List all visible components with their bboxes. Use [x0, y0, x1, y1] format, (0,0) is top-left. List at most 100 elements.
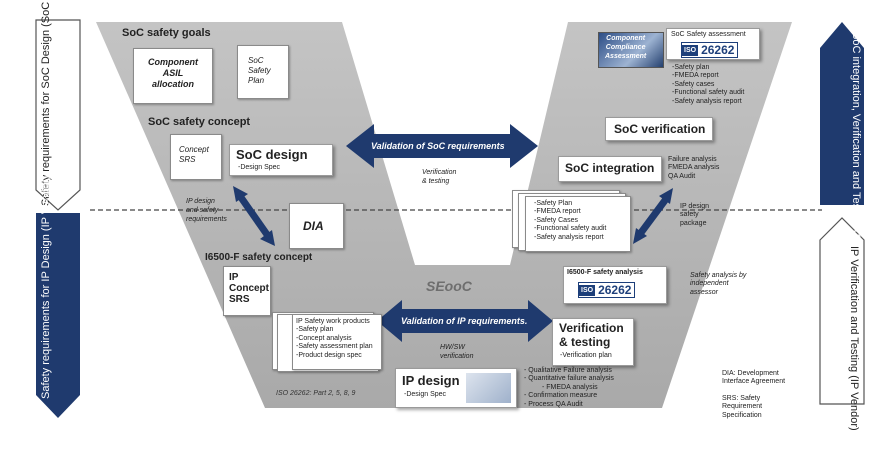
right-soc-arrow-shape	[820, 22, 864, 205]
soc-safety-plan-doc: SoC Safety Plan	[237, 45, 289, 99]
component-asil-doc: Component ASIL allocation	[133, 48, 213, 104]
component-asil-line2: ASIL	[162, 68, 184, 78]
soc-design-sub: -Design Spec	[238, 164, 281, 171]
legend-srs: SRS: Safety Requirement Specification	[722, 395, 762, 420]
iso-number-top: 26262	[701, 43, 735, 57]
safety-analysis-note-line1: Safety analysis by	[690, 272, 747, 279]
concept-srs-doc: Concept SRS	[170, 134, 222, 180]
package-item-4: -Functional safety audit	[534, 225, 607, 233]
ip-design-package-line1: IP design	[680, 203, 710, 210]
integration-notes: Failure analysis FMEDA analysis QA Audit	[668, 156, 719, 181]
soc-integration-title: SoC integration	[565, 161, 655, 175]
seooc-label: SEooC	[426, 278, 472, 294]
package-item-1: -Safety Plan	[534, 200, 573, 207]
i6500-safety-concept-title: I6500-F safety concept	[205, 252, 313, 263]
analysis-item-3: - FMEDA analysis	[542, 383, 598, 391]
dia-arrow	[233, 186, 275, 246]
hwsw-line1: HW/SW	[440, 344, 465, 351]
integration-note-1: Failure analysis	[668, 156, 717, 163]
analysis-items-list: - Qualitative Failure analysis - Quantit…	[524, 367, 614, 409]
legend-dia: DIA: Development Interface Agreement	[722, 370, 785, 387]
soc-safety-concept-title: SoC safety concept	[148, 116, 251, 128]
verification-testing-line2: & testing	[422, 178, 450, 185]
ip-design-box: IP design -Design Spec	[395, 368, 517, 408]
legend-srs-line3: Specification	[722, 411, 762, 419]
validation-ip-arrow	[377, 300, 553, 342]
verification-testing-title-line2: & testing	[559, 335, 611, 349]
dia-label: DIA	[303, 219, 324, 233]
analysis-item-1: - Qualitative Failure analysis	[524, 367, 612, 374]
safety-analysis-note: Safety analysis by independent assessor	[690, 272, 746, 297]
integration-note-2: FMEDA analysis	[668, 164, 720, 172]
ip-design-package-note: IP design safety package	[680, 203, 709, 228]
component-asil-line1: Component	[148, 57, 198, 67]
right-soc-arrow-label: SoC integration, Verification and Testin…	[822, 32, 862, 297]
validation-soc-label: Validation of SoC requirements	[371, 141, 505, 151]
ip-design-package-line2: safety	[680, 211, 699, 219]
iso-logo-bottom: ISO	[579, 284, 596, 296]
soc-safety-goals-title: SoC safety goals	[122, 27, 211, 39]
legend-dia-line1: DIA: Development	[722, 370, 779, 377]
ip-design-sub: -Design Spec	[404, 391, 447, 398]
soc-design-title: SoC design	[236, 147, 308, 162]
safety-analysis-note-line2: independent	[690, 280, 729, 288]
hwsw-note: HW/SW verification	[440, 343, 473, 361]
left-ip-arrow-label: Safety requirements for IP Design (IP Ve…	[40, 176, 76, 399]
left-ip-arrow-shape	[36, 213, 80, 418]
verification-testing-title-line1: Verification	[559, 321, 624, 335]
dia-doc: DIA	[289, 203, 344, 249]
assessment-item-1: -Safety plan	[672, 64, 710, 71]
soc-safety-plan-line2: Safety	[248, 66, 271, 75]
verification-testing-note: Verification & testing	[422, 168, 456, 186]
iso-parts-note: ISO 26262: Part 2, 5, 8, 9	[276, 390, 356, 397]
legend-srs-line1: SRS: Safety	[722, 395, 761, 402]
ip-work-products-doc: IP Safety work products -Safety plan -Co…	[292, 314, 382, 370]
ip-work-products-line1: IP Safety work products	[296, 318, 370, 325]
hwsw-line2: verification	[440, 353, 474, 360]
assessment-item-4: -Functional safety audit	[672, 89, 745, 97]
ip-design-note-line1: IP design	[186, 198, 215, 205]
safety-analysis-note-line3: assessor	[690, 288, 719, 296]
component-compliance-line3: Assessment	[605, 53, 647, 60]
i6500-safety-analysis-title: I6500-F safety analysis	[567, 269, 643, 276]
validation-ip-label: Validation of IP requirements.	[401, 316, 528, 326]
ip-design-title: IP design	[402, 373, 460, 388]
ip-package-arrow	[633, 188, 673, 244]
package-item-5: -Safety analysis report	[534, 233, 604, 241]
assessment-item-3: -Safety cases	[672, 80, 715, 88]
ip-design-note: IP design and safety requirements	[186, 197, 227, 224]
ip-work-products-line5: -Product design spec	[296, 351, 362, 359]
ip-concept-line2: Concept	[229, 283, 269, 294]
ip-work-products-line2: -Safety plan	[296, 326, 334, 334]
left-ip-arrow-text: Safety requirements for IP Design (IP Ve…	[40, 175, 52, 399]
soc-safety-assessment-box: SoC Safety assessment ISO 26262	[666, 28, 760, 60]
package-doc: -Safety Plan -FMEDA report -Safety Cases…	[525, 196, 631, 252]
assessment-item-2: -FMEDA report	[672, 72, 719, 80]
ip-concept-line1: IP	[229, 272, 239, 283]
package-item-3: -Safety Cases	[534, 216, 578, 224]
analysis-item-2: - Quantitative failure analysis	[524, 375, 614, 383]
component-compliance-line2: Compliance	[605, 44, 646, 51]
verification-testing-line1: Verification	[422, 169, 457, 176]
right-ip-arrow-text: IP Verification and Testing (IP Vendor)	[848, 246, 860, 431]
iso-logo-top: ISO	[682, 44, 699, 56]
validation-soc-arrow	[346, 124, 538, 168]
soc-safety-plan-line1: SoC	[248, 56, 264, 65]
i6500-safety-analysis-box: I6500-F safety analysis ISO 26262	[563, 266, 667, 304]
iso-26262-badge-top: ISO 26262	[681, 42, 739, 58]
left-soc-arrow-shape	[35, 19, 81, 211]
ip-design-package-line3: package	[680, 219, 707, 227]
right-ip-arrow-label: IP Verification and Testing (IP Vendor)	[824, 246, 860, 431]
ip-concept-line3: SRS	[229, 294, 250, 305]
iso-number-bottom: 26262	[598, 283, 632, 297]
assessment-items-list: -Safety plan -FMEDA report -Safety cases…	[672, 64, 744, 106]
verification-plan-sub: -Verification plan	[560, 352, 612, 359]
ip-work-products-line4: -Safety assessment plan	[296, 343, 373, 351]
ip-work-products-line3: -Concept analysis	[296, 334, 352, 342]
ip-design-note-line3: requirements	[186, 216, 227, 223]
assessment-item-5: -Safety analysis report	[672, 97, 742, 105]
concept-srs-line1: Concept	[179, 145, 209, 154]
integration-note-3: QA Audit	[668, 172, 696, 180]
ip-design-note-line2: and safety	[186, 207, 219, 214]
iso-26262-badge-bottom: ISO 26262	[578, 282, 636, 298]
